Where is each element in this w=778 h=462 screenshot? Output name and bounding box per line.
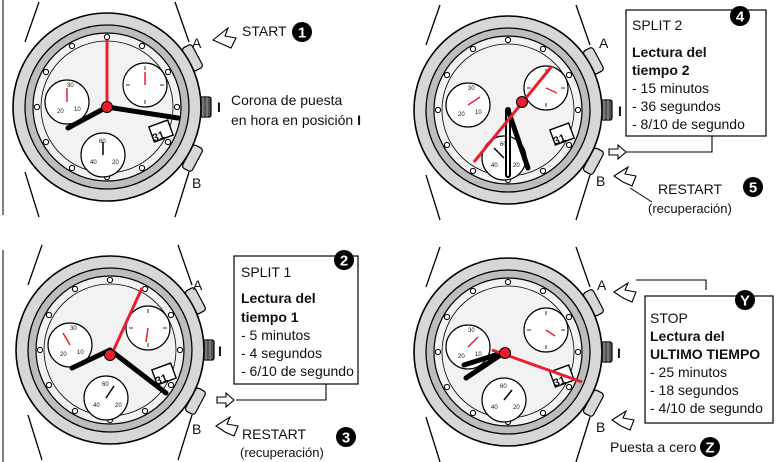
info-box: [644, 295, 774, 424]
step-number: 5: [749, 180, 757, 197]
pusher-b-label: B: [596, 419, 605, 435]
subdial-label: 30: [70, 326, 77, 332]
panel-stop: 30 10 20 60 20 40 31 A B I Y STOP Lectur…: [413, 246, 774, 462]
subdial-label: 20: [513, 405, 520, 411]
subdial-label: 10: [475, 110, 482, 116]
subdial-label: 20: [513, 163, 520, 169]
box-heading: ULTIMO TIEMPO: [650, 346, 760, 362]
subdial-label: 60: [500, 142, 507, 148]
crown-note-line1: Corona de puesta: [231, 92, 343, 108]
subdial-label: 20: [115, 403, 122, 409]
pusher-a-label: A: [193, 277, 203, 293]
start-label: START: [242, 23, 287, 39]
pusher-a-label: A: [597, 277, 607, 293]
subdial-label: 20: [112, 160, 119, 166]
pusher-a-label: A: [192, 35, 202, 51]
box-item: - 4/10 de segundo: [650, 400, 763, 416]
date-display: 31: [552, 132, 568, 147]
box-heading: tiempo 2: [632, 62, 690, 78]
panel-split-1: 30 10 20 60 20 40 31 A B I 2 SPLIT 1 Lec…: [15, 244, 359, 461]
subdial-label: 60: [500, 384, 507, 390]
subdial-label: 10: [77, 350, 84, 356]
box-item: - 8/10 de segundo: [632, 116, 745, 132]
step-badge-3: [336, 427, 356, 447]
date-display: 31: [552, 374, 568, 389]
subdial-label: 60: [102, 382, 109, 388]
box-heading: Lectura del: [632, 44, 707, 60]
subdial-label: 40: [93, 403, 100, 409]
restart-arrow-icon: [612, 165, 637, 187]
step-number: 4: [736, 9, 745, 26]
crown-note-line2: en hora en posición I: [231, 112, 361, 128]
subdial-label: 20: [458, 354, 465, 360]
pusher-b-label: B: [192, 175, 201, 191]
step-number: 2: [340, 253, 348, 270]
pusher-a-label: A: [599, 35, 609, 51]
step-badge-1: [292, 22, 312, 42]
date-display: 31: [151, 129, 167, 144]
crown-position-mark: I: [617, 345, 621, 361]
reset-label: Puesta a cero: [610, 439, 697, 455]
subdial-label: 40: [90, 160, 97, 166]
subdial-label: 10: [74, 107, 81, 113]
box-title: STOP: [650, 310, 688, 326]
subdial-label: 30: [468, 328, 475, 334]
start-arrow-icon: [211, 26, 237, 49]
date-display: 31: [154, 372, 170, 387]
panel-start: 30 10 20 60 20 40 31 A B I START 1 Coron…: [12, 1, 361, 218]
box-item: - 25 minutos: [650, 364, 727, 380]
step-number: 3: [342, 430, 350, 447]
pusher-b-label: B: [596, 173, 605, 189]
restart-arrow-icon: [214, 415, 239, 437]
box-item: - 5 minutos: [241, 327, 310, 343]
subdial-label: 30: [468, 86, 475, 92]
step-badge-4: [730, 6, 750, 26]
restart-label: RESTART: [658, 181, 722, 197]
box-item: - 18 segundos: [650, 382, 739, 398]
subdial-label: 40: [491, 405, 498, 411]
box-heading: Lectura del: [241, 290, 316, 306]
crown-position-mark: I: [217, 99, 221, 115]
box-title: SPLIT 1: [241, 264, 292, 280]
step-badge-5: [743, 177, 763, 197]
crown-position-mark: I: [218, 343, 222, 359]
step-number: Y: [740, 293, 750, 310]
step-number: Z: [705, 440, 714, 457]
step-badge-z: [700, 437, 720, 457]
box-item: - 4 segundos: [241, 345, 322, 361]
panel-split-2: 30 10 20 60 20 40 31 A B I 4 SPLIT 2 Lec…: [413, 4, 767, 221]
subdial-label: 30: [67, 83, 74, 89]
restart-sub: (recuperación): [240, 445, 324, 460]
box-item: - 36 segundos: [632, 98, 721, 114]
box-heading: tiempo 1: [241, 309, 299, 325]
arrow-icon: [608, 143, 627, 161]
stop-arrow-icon: [612, 281, 637, 303]
step-badge-2: [334, 250, 354, 270]
info-box: [625, 9, 767, 137]
arrow-icon: [216, 391, 235, 409]
subdial-label: 40: [491, 163, 498, 169]
box-heading: Lectura del: [650, 328, 725, 344]
pusher-b-label: B: [192, 421, 201, 437]
step-number: 1: [298, 25, 306, 42]
subdial-label: 10: [475, 352, 482, 358]
box-item: - 6/10 de segundo: [241, 363, 354, 379]
crown-position-mark: I: [618, 103, 622, 119]
info-box: [233, 255, 359, 385]
restart-label: RESTART: [242, 426, 306, 442]
box-item: - 15 minutos: [632, 80, 709, 96]
subdial-label: 20: [57, 109, 64, 115]
subdial-label: 20: [458, 112, 465, 118]
restart-sub: (recuperación): [648, 201, 732, 216]
box-title: SPLIT 2: [632, 17, 683, 33]
reset-arrow-icon: [610, 409, 635, 431]
subdial-label: 20: [60, 352, 67, 358]
step-badge-y: [735, 290, 755, 310]
